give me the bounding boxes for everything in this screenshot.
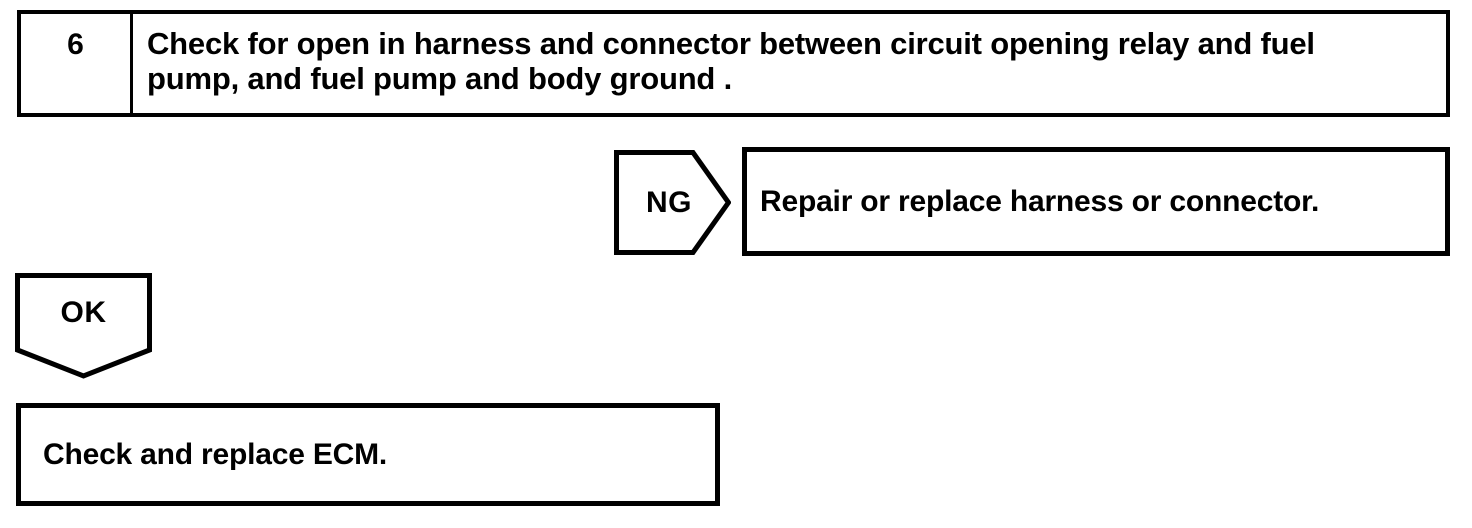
ok-action-text: Check and replace ECM. [43,437,388,471]
ng-action-text: Repair or replace harness or connector. [760,184,1320,218]
ng-connector: NG [614,150,731,255]
ok-label: OK [60,295,107,329]
step-box: 6 Check for open in harness and connecto… [17,10,1450,117]
step-instruction: Check for open in harness and connector … [147,26,1315,96]
down-arrow-pentagon-icon [15,273,152,379]
ok-connector: OK [15,273,152,379]
step-number: 6 [21,14,133,113]
ok-action-box: Check and replace ECM. [16,403,720,506]
right-arrow-pentagon-icon [614,150,731,255]
ng-action-box: Repair or replace harness or connector. [742,147,1450,256]
ng-label: NG [646,185,692,219]
